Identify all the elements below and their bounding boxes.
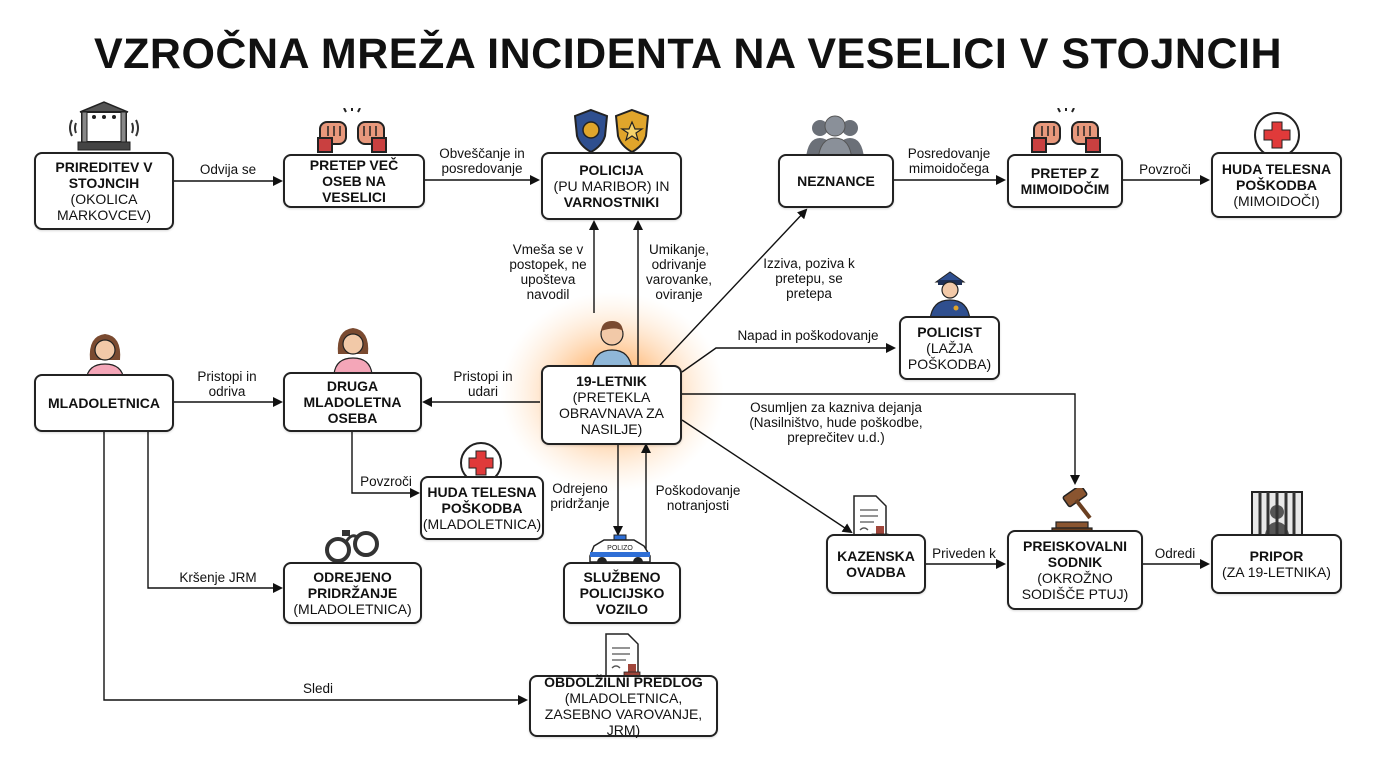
node-vozilo: SLUŽBENO POLICIJSKO VOZILO <box>563 562 681 624</box>
node-pripor: PRIPOR (ZA 19-LETNIKA) <box>1211 534 1342 594</box>
node-policija: POLICIJA (PU MARIBOR) IN VARNOSTNIKI <box>541 152 682 220</box>
node-mladoletnica-title: MLADOLETNICA <box>48 395 160 411</box>
label-napad: Napad in poškodovanje <box>737 328 879 343</box>
node-pripor-sub: (ZA 19-LETNIKA) <box>1222 564 1331 580</box>
node-sodnik: PREISKOVALNI SODNIK (OKROŽNO SODIŠČE PTU… <box>1007 530 1143 610</box>
label-obvescanje: Obveščanje in posredovanje <box>439 146 525 176</box>
label-povzroci-2: Povzroči <box>360 474 412 489</box>
edge-osumljen <box>682 393 1080 485</box>
node-pretep-mimo: PRETEP Z MIMOIDOČIM <box>1007 154 1123 208</box>
gavel-icon <box>1051 488 1093 534</box>
node-pretep-mimo-title: PRETEP Z MIMOIDOČIM <box>1020 165 1110 197</box>
node-vozilo-title: SLUŽBENO POLICIJSKO VOZILO <box>579 569 665 617</box>
node-19-letnik-title: 19-LETNIK <box>576 373 647 389</box>
label-vmesa: Vmeša se v postopek, ne upošteva navodil <box>509 242 587 302</box>
node-sodnik-title: PREISKOVALNI SODNIK <box>1023 538 1127 570</box>
node-pridrzanje-sub: (MLADOLETNICA) <box>293 601 412 617</box>
police-officer-icon <box>929 271 971 320</box>
node-pripor-title: PRIPOR <box>1249 548 1304 564</box>
edge-krsenje <box>147 432 283 593</box>
label-priveden: Priveden k <box>932 546 996 561</box>
node-huda-mimo-title: HUDA TELESNA POŠKODBA <box>1221 161 1332 193</box>
edge-izziva <box>659 208 808 366</box>
label-umikanje: Umikanje, odrivanje varovanke, oviranje <box>645 242 713 302</box>
label-pristopi-odriva: Pristopi in odriva <box>197 369 257 399</box>
fists-icon <box>317 108 387 153</box>
edge-napad <box>681 343 896 373</box>
label-odredi: Odredi <box>1154 546 1196 561</box>
node-huda-mladoletnica-title: HUDA TELESNA POŠKODBA <box>427 484 537 516</box>
edge-to-ovadba <box>681 419 853 534</box>
handcuffs-icon <box>325 530 379 563</box>
edge-povzroci-2 <box>351 432 420 498</box>
node-ovadba-title: KAZENSKA OVADBA <box>837 548 915 580</box>
label-krsenje: Kršenje JRM <box>179 570 257 585</box>
label-sledi: Sledi <box>302 681 334 696</box>
node-druga-title: DRUGA MLADOLETNA OSEBA <box>303 378 402 426</box>
node-pretep-vec: PRETEP VEČ OSEB NA VESELICI <box>283 154 425 208</box>
diagram-title: VZROČNA MREŽA INCIDENTA NA VESELICI V ST… <box>93 30 1283 78</box>
node-19-letnik: 19-LETNIK (PRETEKLA OBRAVNAVA ZA NASILJE… <box>541 365 682 445</box>
node-huda-mladoletnica-sub: (MLADOLETNICA) <box>422 516 542 532</box>
label-posredovanje-mimo: Posredovanje mimoidočega <box>907 146 991 176</box>
car-text: POLIZO <box>607 545 633 552</box>
woman-icon <box>85 334 125 380</box>
node-prireditev: PRIREDITEV V STOJNCIH (OKOLICA MARKOVCEV… <box>34 152 174 230</box>
woman-icon <box>333 328 373 374</box>
node-policija-sub: (PU MARIBOR) IN <box>553 178 670 194</box>
document-stamp-icon <box>605 633 641 679</box>
node-predlog: OBDOLŽILNI PREDLOG (MLADOLETNICA, ZASEBN… <box>529 674 718 738</box>
node-ovadba: KAZENSKA OVADBA <box>826 534 926 594</box>
node-prireditev-sub: (OKOLICA MARKOVCEV) <box>56 191 152 223</box>
label-odvija: Odvija se <box>199 162 257 177</box>
label-izziva: Izziva, poziva k pretepu, se pretepa <box>763 256 855 301</box>
fists-icon <box>1031 108 1101 153</box>
node-policist-title: POLICIST <box>917 324 982 340</box>
node-policist: POLICIST (LAŽJA POŠKODBA) <box>899 316 1000 380</box>
node-sodnik-sub: (OKROŽNO SODIŠČE PTUJ) <box>1021 570 1129 602</box>
label-povzroci-1: Povzroči <box>1139 162 1191 177</box>
node-predlog-title: OBDOLŽILNI PREDLOG <box>544 674 703 690</box>
node-prireditev-title: PRIREDITEV V STOJNCIH <box>55 159 153 191</box>
sheriff-badge-icon <box>614 108 650 154</box>
edge-sledi <box>103 432 528 705</box>
node-huda-mimo: HUDA TELESNA POŠKODBA (MIMOIDOČI) <box>1211 152 1342 218</box>
node-pretep-vec-title: PRETEP VEČ OSEB NA VESELICI <box>309 157 399 205</box>
node-neznance-title: NEZNANCE <box>797 173 875 189</box>
node-pridrzanje-title: ODREJENO PRIDRŽANJE <box>307 569 398 601</box>
node-druga: DRUGA MLADOLETNA OSEBA <box>283 372 422 432</box>
node-huda-mimo-sub: (MIMOIDOČI) <box>1233 193 1320 209</box>
label-osumljen: Osumljen za kazniva dejanja (Nasilništvo… <box>749 400 923 445</box>
stage-icon <box>69 101 139 151</box>
node-policist-sub: (LAŽJA POŠKODBA) <box>907 340 992 372</box>
man-icon <box>591 321 633 370</box>
node-neznance: NEZNANCE <box>778 154 894 208</box>
label-pristopi-udari: Pristopi in udari <box>453 369 513 399</box>
police-badge-icon <box>573 108 609 154</box>
node-huda-mladoletnica: HUDA TELESNA POŠKODBA (MLADOLETNICA) <box>420 476 544 540</box>
label-odrejeno: Odrejeno pridržanje <box>550 481 610 511</box>
node-19-letnik-sub: (PRETEKLA OBRAVNAVA ZA NASILJE) <box>558 389 665 437</box>
label-poskodovanje: Poškodovanje notranjosti <box>655 483 741 513</box>
node-mladoletnica: MLADOLETNICA <box>34 374 174 432</box>
node-pridrzanje: ODREJENO PRIDRŽANJE (MLADOLETNICA) <box>283 562 422 624</box>
node-predlog-sub: (MLADOLETNICA, ZASEBNO VAROVANJE, JRM) <box>544 690 703 738</box>
node-policija-title: POLICIJA <box>579 162 644 178</box>
node-policija-title2: VARNOSTNIKI <box>563 194 660 210</box>
